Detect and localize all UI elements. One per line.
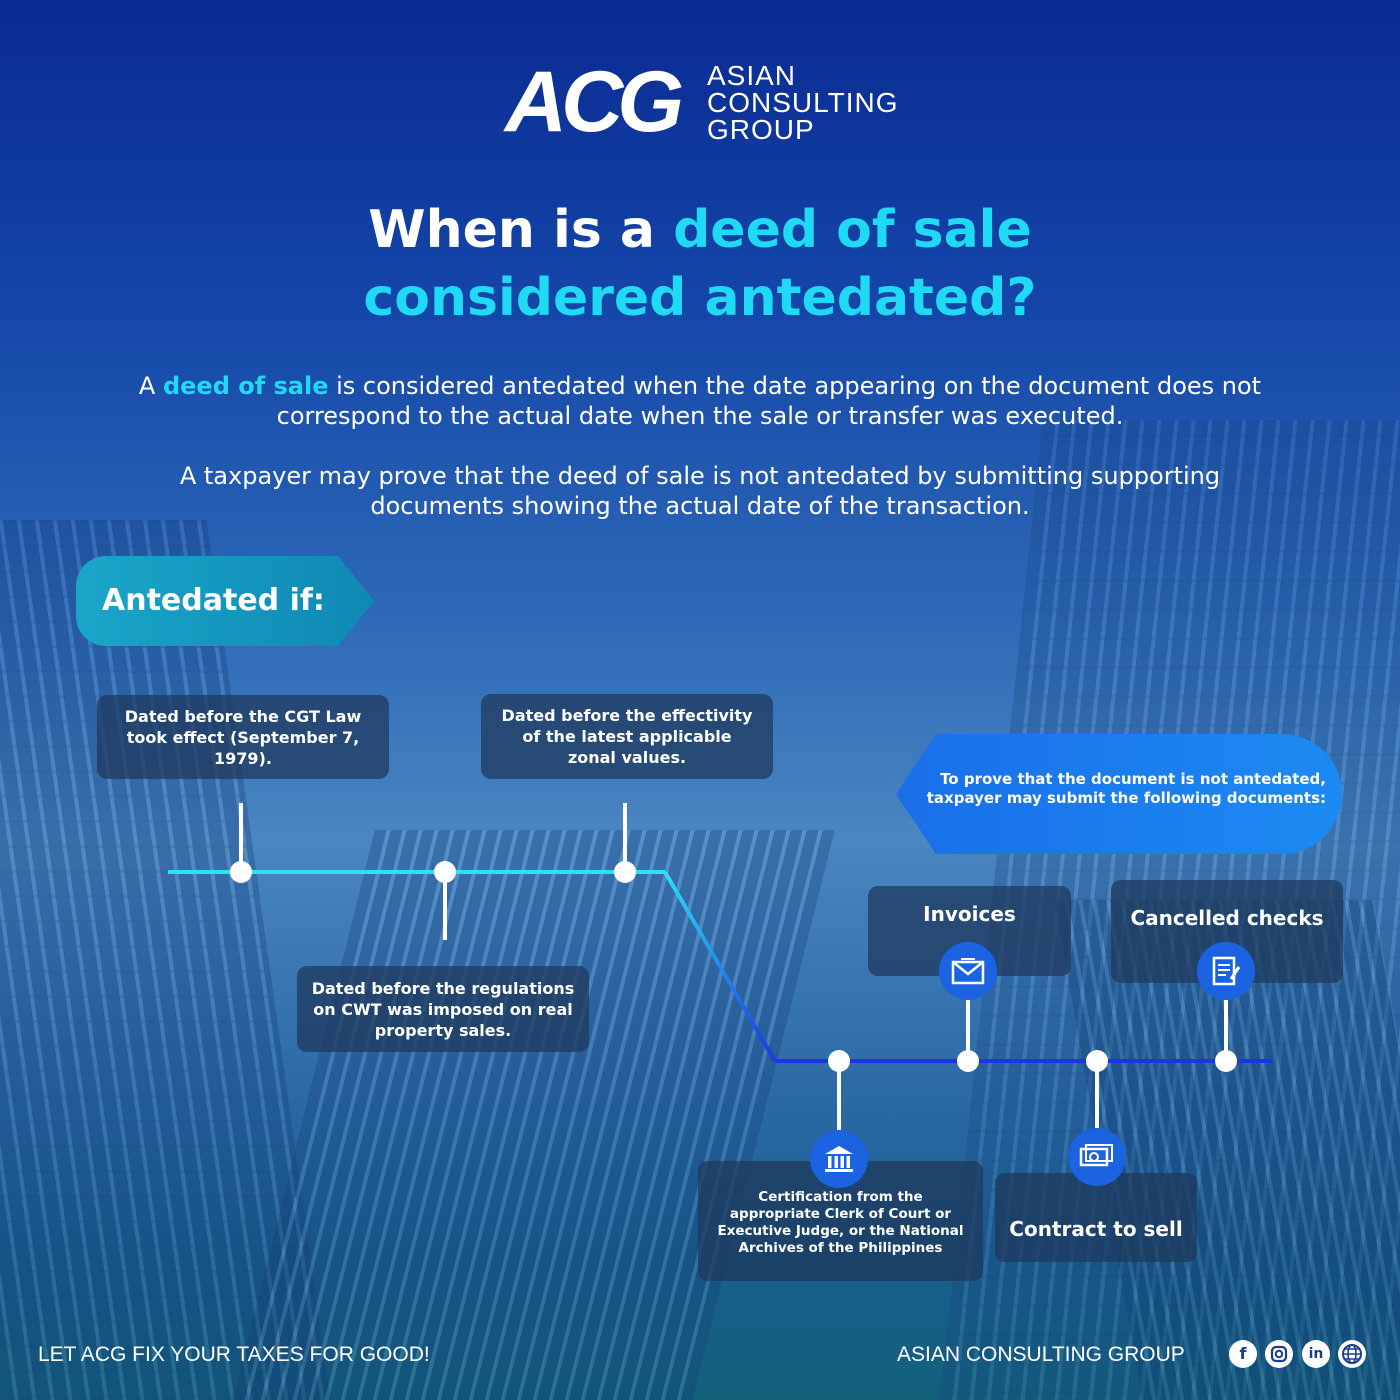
logo-line-3: GROUP	[707, 114, 815, 145]
timeline-line-drop	[663, 870, 777, 1063]
title-part-3: considered antedated?	[363, 268, 1037, 328]
document-card-contract: Contract to sell	[995, 1173, 1197, 1262]
document-label-cancelled-checks: Cancelled checks	[1130, 906, 1324, 930]
title-part-1: When is a	[368, 200, 674, 260]
logo-line-1: ASIAN	[707, 60, 797, 91]
acg-logo: ACG ASIAN CONSULTING GROUP	[505, 54, 905, 150]
p1-prefix: A	[138, 372, 163, 400]
antedated-if-banner: Antedated if:	[76, 556, 374, 646]
logo-wordmark: ASIAN CONSULTING GROUP	[707, 60, 899, 145]
courthouse-icon	[810, 1130, 868, 1188]
page-title: When is a deed of sale considered anteda…	[0, 196, 1400, 332]
timeline-node-checks	[1215, 1050, 1237, 1072]
document-card-certification: Certification from the appropriate Clerk…	[698, 1161, 983, 1281]
proof-callout: To prove that the document is not anteda…	[896, 734, 1342, 854]
intro-paragraph-1: A deed of sale is considered antedated w…	[130, 371, 1270, 431]
p1-highlight: deed of sale	[162, 372, 329, 400]
timeline-node-zonal	[614, 861, 636, 883]
proof-callout-text: To prove that the document is not anteda…	[926, 770, 1326, 807]
instagram-icon[interactable]	[1265, 1340, 1293, 1368]
facebook-icon[interactable]: f	[1229, 1340, 1257, 1368]
antedated-card-cgt: Dated before the CGT Law took effect (Se…	[97, 695, 389, 779]
antedated-card-cwt: Dated before the regulations on CWT was …	[297, 966, 589, 1052]
antedated-if-label: Antedated if:	[102, 583, 325, 618]
timeline-node-cert	[828, 1050, 850, 1072]
linkedin-icon[interactable]: in	[1302, 1340, 1330, 1368]
timeline-node-cwt	[434, 861, 456, 883]
antedated-text-cgt: Dated before the CGT Law took effect (Se…	[124, 706, 362, 768]
antedated-card-zonal: Dated before the effectivity of the late…	[481, 694, 773, 779]
timeline-node-cgt	[230, 861, 252, 883]
money-icon	[1068, 1128, 1126, 1186]
document-label-invoices: Invoices	[923, 902, 1016, 926]
banner-shape	[76, 556, 374, 646]
antedated-text-zonal: Dated before the effectivity of the late…	[501, 706, 753, 767]
globe-icon[interactable]	[1338, 1340, 1366, 1368]
envelope-icon	[939, 942, 997, 1000]
p1-rest: is considered antedated when the date ap…	[276, 372, 1262, 430]
intro-paragraph-2: A taxpayer may prove that the deed of sa…	[179, 462, 1221, 520]
logo-mark: ACG	[505, 54, 684, 150]
footer-company: ASIAN CONSULTING GROUP	[897, 1343, 1185, 1366]
document-card-cancelled-checks: Cancelled checks	[1111, 880, 1343, 983]
title-highlight: deed of sale	[673, 200, 1032, 260]
footer-tagline: LET ACG FIX YOUR TAXES FOR GOOD!	[38, 1343, 430, 1366]
logo-line-2: CONSULTING	[707, 87, 899, 118]
document-label-certification: Certification from the appropriate Clerk…	[717, 1189, 964, 1256]
document-check-icon	[1197, 942, 1255, 1000]
timeline-node-invoices	[957, 1050, 979, 1072]
document-card-invoices: Invoices	[868, 886, 1071, 976]
callout-shape	[896, 734, 1342, 854]
document-label-contract: Contract to sell	[1009, 1216, 1183, 1241]
antedated-text-cwt: Dated before the regulations on CWT was …	[311, 978, 575, 1040]
timeline-node-contract	[1086, 1050, 1108, 1072]
